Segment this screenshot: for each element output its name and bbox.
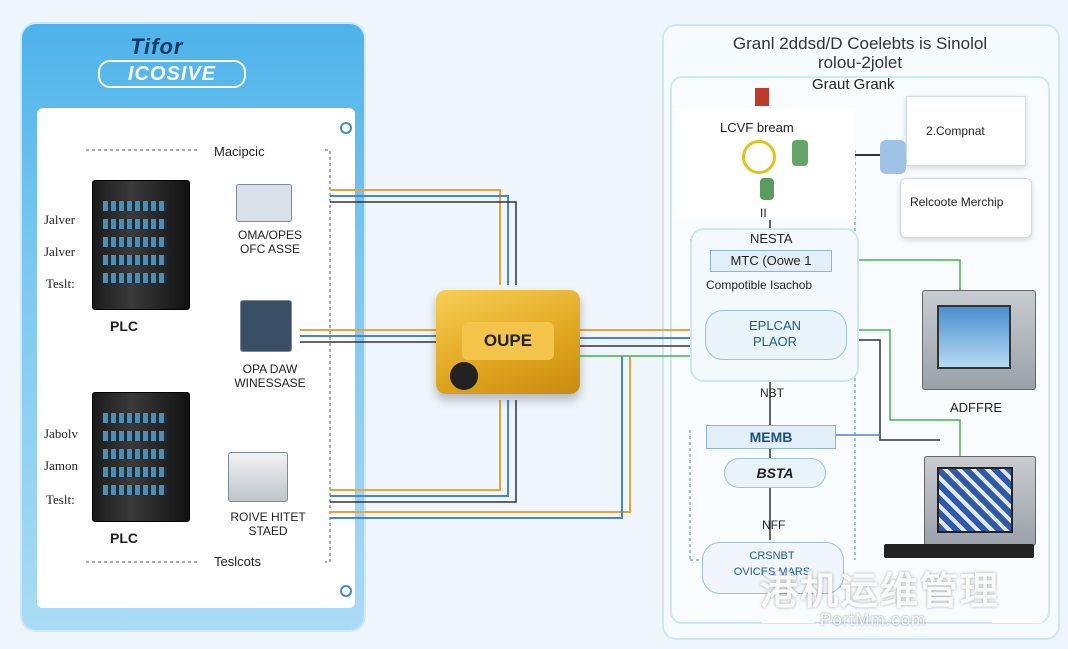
row-label: Teslt: — [46, 492, 75, 507]
device-icon — [236, 184, 292, 222]
monitor-icon — [922, 290, 1036, 390]
watermark-divider — [992, 621, 1042, 623]
lcvf-sub-label: II — [760, 206, 767, 220]
compnat-label: 2.Compnat — [926, 124, 985, 138]
plc-server-icon — [92, 392, 190, 522]
connector-icon — [450, 362, 478, 390]
logo-title: Tifor — [130, 34, 184, 59]
device-label: ROIVE HITET STAED — [230, 510, 306, 538]
compnat-card — [906, 96, 1026, 166]
relcoote-card — [900, 178, 1032, 238]
row-label: Jalver — [44, 212, 76, 227]
bsta-pill: BSTA — [724, 458, 826, 488]
workstation-monitor-icon — [924, 456, 1036, 546]
device-label: OMA/OPES OFC ASSE — [237, 228, 302, 256]
row-label: Jabolv — [44, 426, 78, 441]
eplcan-pill — [705, 310, 847, 360]
left-panel-content — [37, 108, 355, 608]
device-stack-label: CRSNBT OVICES MARS — [733, 550, 811, 578]
device-label: OPA DAW WINESSASE — [234, 362, 306, 390]
eplcan-label: EPLCAN PLAOR — [748, 318, 802, 349]
logo-badge: ICOSIVE — [98, 60, 246, 88]
relcoote-label: Relcoote Merchip — [910, 195, 1004, 209]
watermark-divider — [762, 621, 814, 623]
alert-icon — [755, 88, 769, 106]
adffre-label: ADFFRE — [950, 400, 1002, 415]
plc-label: PLC — [110, 318, 138, 334]
oupe-label: OUPE — [462, 322, 554, 360]
storage-device-icon — [228, 452, 288, 502]
plc-server-icon — [92, 180, 190, 310]
keyboard-icon — [884, 544, 1034, 558]
nesta-label: NESTA — [750, 231, 793, 246]
compatible-label: Compotible Isachob — [706, 278, 813, 292]
right-panel-title: Granl 2ddsd/D Coelebts is Sinolol rolou-… — [732, 34, 988, 72]
lcvf-label: LCVF bream — [720, 120, 794, 135]
watermark-url: PortMm.com — [820, 610, 927, 629]
network-switch-icon — [880, 140, 906, 174]
mtc-bar: MTC (Oowe 1 — [710, 250, 832, 272]
bracket-label-bottom: Teslcots — [210, 554, 265, 569]
row-label: Jamon — [44, 458, 78, 473]
row-label: Teslt: — [46, 276, 75, 291]
bracket-label-top: Macipcic — [210, 144, 269, 159]
panel-corner-dot — [340, 122, 352, 134]
sensor-icon — [742, 140, 776, 174]
sensor-icon — [792, 140, 808, 166]
plc-label: PLC — [110, 530, 138, 546]
row-label: Jalver — [44, 244, 76, 259]
watermark-text: 港机运维管理 — [760, 569, 1001, 613]
sensor-icon — [760, 178, 774, 200]
right-subtitle: Graut Grank — [812, 76, 895, 93]
device-icon — [240, 300, 292, 352]
panel-corner-dot — [340, 585, 352, 597]
nbt-label: NBT — [760, 386, 784, 400]
nff-label: NFF — [762, 518, 786, 532]
memb-bar: MEMB — [706, 425, 836, 449]
device-stack-pill — [702, 542, 844, 594]
